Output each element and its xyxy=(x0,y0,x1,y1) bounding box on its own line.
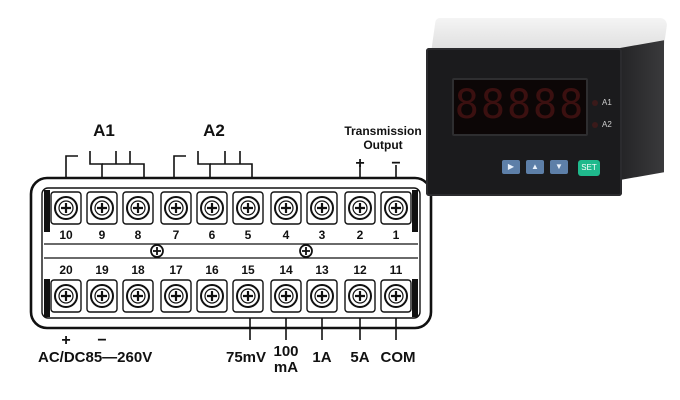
bottom-terminal-16 xyxy=(196,279,228,313)
top-terminal-5 xyxy=(232,191,264,225)
terminal-number-11: 11 xyxy=(390,263,403,277)
bottom-terminal-12 xyxy=(344,279,376,313)
terminal-number-14: 14 xyxy=(279,263,293,277)
panel-meter-photo: 88888 A1 A2 ▶ ▲ ▼ SET xyxy=(420,18,670,196)
shift-button[interactable]: ▶ xyxy=(502,160,520,174)
terminal-number-17: 17 xyxy=(169,263,183,277)
bottom-terminal-11 xyxy=(380,279,412,313)
bottom-terminal-13 xyxy=(306,279,338,313)
top-terminal-10 xyxy=(50,191,82,225)
terminal-number-20: 20 xyxy=(59,263,73,277)
terminal-number-6: 6 xyxy=(209,228,216,242)
bottom-terminal-20 xyxy=(50,279,82,313)
a1-led xyxy=(592,100,598,106)
terminal-number-16: 16 xyxy=(205,263,219,277)
down-button[interactable]: ▼ xyxy=(550,160,568,174)
transmission-plus: + xyxy=(355,155,364,172)
input-1a-label: 1A xyxy=(312,349,331,366)
top-terminal-2 xyxy=(344,191,376,225)
terminal-number-10: 10 xyxy=(59,228,73,242)
top-terminal-row: 10 9 8 7 6 5 4 3 2 1 xyxy=(50,191,412,242)
terminal-number-5: 5 xyxy=(245,228,252,242)
top-terminal-4 xyxy=(270,191,302,225)
top-terminal-6 xyxy=(196,191,228,225)
meter-a2-indicator: A2 xyxy=(602,120,612,129)
transmission-title: Transmission xyxy=(344,124,421,138)
input-leads xyxy=(249,318,397,340)
relay-a2-label: A2 xyxy=(203,121,225,140)
a2-led xyxy=(592,122,598,128)
top-terminal-3 xyxy=(306,191,338,225)
terminal-number-18: 18 xyxy=(131,263,145,277)
output-title: Output xyxy=(363,138,402,152)
input-100ma-label-2: mA xyxy=(274,359,298,376)
bottom-terminal-14 xyxy=(270,279,302,313)
terminal-number-1: 1 xyxy=(393,228,400,242)
input-com-label: COM xyxy=(381,349,416,366)
input-75mv-label: 75mV xyxy=(226,349,266,366)
top-terminal-9 xyxy=(86,191,118,225)
terminal-number-8: 8 xyxy=(135,228,142,242)
meter-a1-indicator: A1 xyxy=(602,98,612,107)
terminal-number-15: 15 xyxy=(241,263,255,277)
meter-front-panel: 88888 A1 A2 ▶ ▲ ▼ SET xyxy=(426,48,622,196)
input-5a-label: 5A xyxy=(350,349,369,366)
mounting-screw-left xyxy=(150,244,164,258)
terminal-number-13: 13 xyxy=(315,263,329,277)
meter-housing-side xyxy=(620,40,664,181)
top-terminal-7 xyxy=(160,191,192,225)
power-plus: + xyxy=(61,332,70,349)
terminal-number-7: 7 xyxy=(173,228,180,242)
transmission-minus: − xyxy=(391,155,400,172)
relay-symbols xyxy=(65,151,397,177)
top-terminal-1 xyxy=(380,191,412,225)
power-minus: − xyxy=(97,332,106,349)
top-terminal-8 xyxy=(122,191,154,225)
terminal-block-inner xyxy=(41,187,421,319)
terminal-number-2: 2 xyxy=(357,228,364,242)
input-100ma-label-1: 100 xyxy=(273,343,298,360)
bottom-terminal-15 xyxy=(232,279,264,313)
terminal-number-19: 19 xyxy=(95,263,109,277)
meter-display: 88888 xyxy=(452,78,588,136)
relay-a1-label: A1 xyxy=(93,121,115,140)
bottom-terminal-row: 20 19 18 17 16 15 14 13 12 11 xyxy=(50,263,412,313)
bottom-terminal-17 xyxy=(160,279,192,313)
terminal-number-12: 12 xyxy=(353,263,367,277)
up-button[interactable]: ▲ xyxy=(526,160,544,174)
bottom-terminal-18 xyxy=(122,279,154,313)
mounting-screw-right xyxy=(299,244,313,258)
terminal-number-9: 9 xyxy=(99,228,106,242)
bottom-terminal-19 xyxy=(86,279,118,313)
power-supply-label: AC/DC85—260V xyxy=(38,349,152,366)
meter-digits: 88888 xyxy=(454,82,586,128)
terminal-number-3: 3 xyxy=(319,228,326,242)
set-button[interactable]: SET xyxy=(578,160,600,176)
terminal-number-4: 4 xyxy=(283,228,290,242)
